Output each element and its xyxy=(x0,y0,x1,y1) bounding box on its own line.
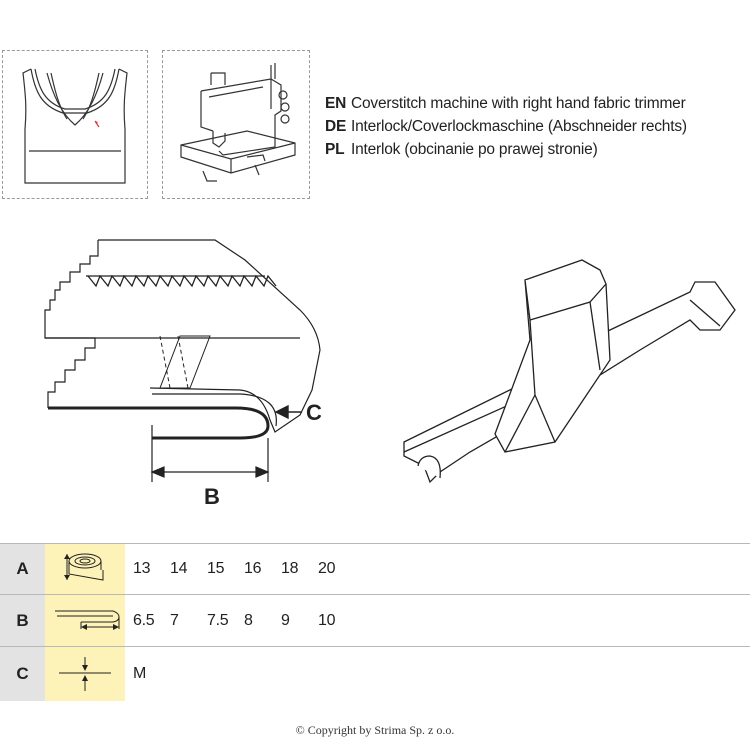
sewing-machine-icon xyxy=(180,63,296,182)
value-cell: 8 xyxy=(244,611,253,629)
indicator-c xyxy=(274,404,302,420)
value-cell: 6.5 xyxy=(133,611,155,629)
value-cell: 9 xyxy=(281,611,290,629)
value-cell: 10 xyxy=(318,611,336,629)
row-label: A xyxy=(0,544,45,594)
table-row: B 6.5 7 7.5 8 9 10 xyxy=(0,595,750,647)
row-values: 13 14 15 16 18 20 xyxy=(133,544,355,594)
value-cell: M xyxy=(133,665,147,682)
garment-thumbnail xyxy=(2,50,148,199)
dimension-b xyxy=(150,438,270,482)
value-cell: 7.5 xyxy=(207,611,229,629)
row-label: B xyxy=(0,595,45,646)
table-row: A 13 14 15 16 18 20 xyxy=(0,543,750,595)
tape-width-icon xyxy=(45,544,125,594)
row-values: 6.5 7 7.5 8 9 10 xyxy=(133,595,355,646)
binder-attachment-diagram xyxy=(403,259,736,484)
value-cell: 15 xyxy=(207,560,225,577)
size-table: A 13 14 15 16 18 20 B xyxy=(0,543,750,701)
description-pl: PL Interlok (obcinanie po prawej stronie) xyxy=(325,138,687,161)
value-cell: 18 xyxy=(281,560,299,577)
value-cell: 20 xyxy=(318,560,336,577)
fabric-thickness-icon xyxy=(45,647,125,701)
value-cell: 13 xyxy=(133,560,151,577)
table-row: C M xyxy=(0,647,750,701)
fold-width-icon xyxy=(45,595,125,646)
binder-technical-drawing: B C xyxy=(44,239,736,509)
label-c: C xyxy=(306,400,322,425)
tank-top-icon xyxy=(22,68,128,184)
value-cell: 14 xyxy=(170,560,188,577)
row-label: C xyxy=(0,647,45,701)
description-text: Interlok (obcinanie po prawej stronie) xyxy=(351,141,598,158)
row-values: M xyxy=(133,647,170,701)
stitch-pattern xyxy=(86,274,277,288)
description-text: Coverstitch machine with right hand fabr… xyxy=(351,95,686,112)
fabric-fold-diagram xyxy=(44,239,321,440)
language-code: PL xyxy=(325,141,345,158)
value-cell: 7 xyxy=(170,611,179,629)
language-code: DE xyxy=(325,118,347,135)
language-code: EN xyxy=(325,95,347,112)
value-cell: 16 xyxy=(244,560,262,577)
copyright-text: © Copyright by Strima Sp. z o.o. xyxy=(295,723,455,737)
label-b: B xyxy=(204,484,220,509)
description-text: Interlock/Coverlockmaschine (Abschneider… xyxy=(351,118,687,135)
sewing-machine-thumbnail xyxy=(162,50,310,199)
